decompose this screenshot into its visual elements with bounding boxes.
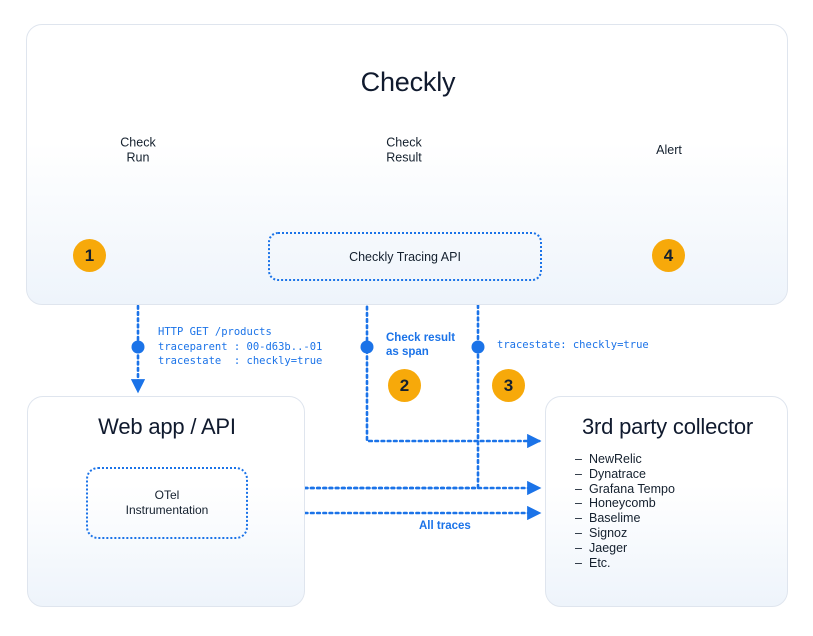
annotation-http-request: HTTP GET /products traceparent : 00-d63b… xyxy=(158,326,323,367)
list-item: –Jaeger xyxy=(575,541,775,556)
step-badge-4: 4 xyxy=(652,239,685,272)
list-bullet-dash: – xyxy=(575,555,582,570)
collector-list: –NewRelic–Dynatrace–Grafana Tempo–Honeyc… xyxy=(575,452,775,570)
list-item-label: Jaeger xyxy=(589,540,628,555)
panel-collector-title: 3rd party collector xyxy=(581,414,754,439)
panel-webapp-title: Web app / API xyxy=(98,414,236,439)
list-bullet-dash: – xyxy=(575,525,582,540)
list-item: –Etc. xyxy=(575,556,775,571)
list-item-label: Honeycomb xyxy=(589,496,656,511)
list-item-label: NewRelic xyxy=(589,452,642,466)
annotation-all-traces: All traces xyxy=(419,520,471,532)
checkly-tracing-api-box: Checkly Tracing API xyxy=(268,232,542,281)
annotation-check-result-as-span: Check result as span xyxy=(386,332,456,358)
list-bullet-dash: – xyxy=(575,511,582,526)
list-bullet-dash: – xyxy=(575,466,582,481)
list-item: –NewRelic xyxy=(575,452,775,467)
list-item-label: Dynatrace xyxy=(589,466,646,481)
list-item-label: Grafana Tempo xyxy=(589,481,675,496)
otel-instrumentation-box: OTel Instrumentation xyxy=(86,467,248,539)
list-bullet-dash: – xyxy=(575,481,582,496)
list-item: –Signoz xyxy=(575,526,775,541)
list-bullet-dash: – xyxy=(575,540,582,555)
list-bullet-dash: – xyxy=(575,452,582,466)
waypoint-dot-2 xyxy=(360,340,374,354)
otel-instrumentation-label: OTel Instrumentation xyxy=(125,488,209,517)
list-item-label: Baselime xyxy=(589,511,641,526)
panel-webapp: Web app / API xyxy=(27,396,305,607)
waypoint-dot-3 xyxy=(471,340,485,354)
list-item-label: Signoz xyxy=(589,525,628,540)
list-item-label: Etc. xyxy=(589,555,611,570)
list-item: –Baselime xyxy=(575,511,775,526)
panel-collector: 3rd party collector xyxy=(545,396,788,607)
list-item: –Dynatrace xyxy=(575,467,775,482)
dotted-tracingapi-to-collector xyxy=(365,280,542,449)
step-badge-1: 1 xyxy=(73,239,106,272)
annotation-tracestate-header: tracestate: checkly=true xyxy=(497,339,649,351)
list-bullet-dash: – xyxy=(575,496,582,511)
list-item: –Honeycomb xyxy=(575,496,775,511)
page-title: Checkly xyxy=(360,67,456,97)
waypoint-dot-1 xyxy=(131,340,145,354)
checkly-tracing-api-label: Checkly Tracing API xyxy=(349,249,461,264)
step-badge-3: 3 xyxy=(492,369,525,402)
list-item: –Grafana Tempo xyxy=(575,482,775,497)
step-badge-2: 2 xyxy=(388,369,421,402)
